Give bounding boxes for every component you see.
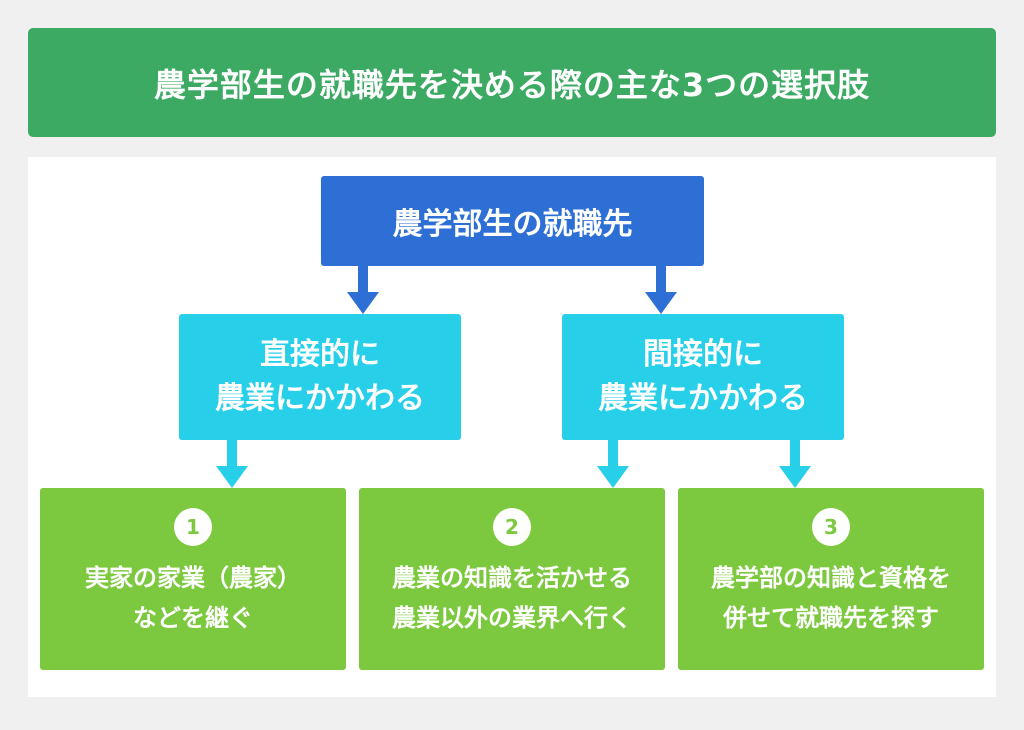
option-number-badge: 1	[174, 508, 212, 546]
arrow-root-to-direct	[347, 266, 379, 314]
option-text-line1: 農業の知識を活かせる	[392, 564, 632, 592]
arrow-indirect-to-option-2	[597, 440, 629, 488]
option-text-line2: などを継ぐ	[133, 604, 253, 632]
option-text-line2: 農業以外の業界へ行く	[392, 604, 632, 632]
option-text-line1: 農学部の知識と資格を	[711, 564, 951, 592]
branch-indirect-line1: 間接的に	[643, 337, 763, 372]
option-text-line1: 実家の家業（農家）	[85, 564, 301, 592]
option-card-2: 2 農業の知識を活かせる 農業以外の業界へ行く	[359, 488, 665, 670]
root-node: 農学部生の就職先	[321, 176, 704, 266]
branch-direct: 直接的に 農業にかかわる	[179, 314, 461, 440]
branch-indirect: 間接的に 農業にかかわる	[562, 314, 844, 440]
arrow-root-to-indirect	[645, 266, 677, 314]
root-node-label: 農学部生の就職先	[392, 207, 633, 242]
option-card-3: 3 農学部の知識と資格を 併せて就職先を探す	[678, 488, 984, 670]
arrow-indirect-to-option-3	[779, 440, 811, 488]
option-card-1: 1 実家の家業（農家） などを継ぐ	[40, 488, 346, 670]
arrow-direct-to-option-1	[216, 440, 248, 488]
page-title: 農学部生の就職先を決める際の主な3つの選択肢	[28, 28, 996, 137]
branch-indirect-line2: 農業にかかわる	[598, 381, 808, 416]
branch-direct-line2: 農業にかかわる	[215, 381, 425, 416]
branch-direct-line1: 直接的に	[260, 337, 380, 372]
option-text-line2: 併せて就職先を探す	[723, 604, 939, 632]
option-number-badge: 2	[493, 508, 531, 546]
option-number-badge: 3	[812, 508, 850, 546]
